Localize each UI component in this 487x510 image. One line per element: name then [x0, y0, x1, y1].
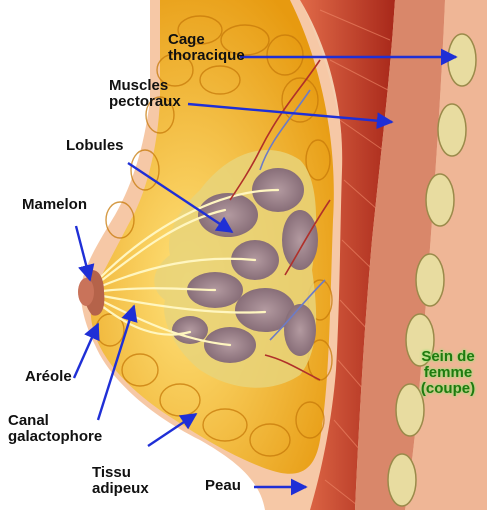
label-canal-galactophore: Canal galactophore — [8, 413, 102, 445]
label-tissu-adipeux: Tissu adipeux — [92, 465, 149, 497]
label-muscles-pectoraux: Muscles pectoraux — [109, 78, 181, 110]
label-areole: Aréole — [25, 369, 72, 385]
label-lobules: Lobules — [66, 138, 124, 154]
figure-caption: Sein de femme (coupe) — [410, 349, 486, 397]
label-peau: Peau — [205, 478, 241, 494]
nipple — [78, 278, 94, 306]
label-mamelon: Mamelon — [22, 197, 87, 213]
label-cage-thoracique: Cage thoracique — [168, 32, 245, 64]
arrow-mamelon — [76, 226, 90, 280]
arrow-areole — [74, 324, 98, 378]
